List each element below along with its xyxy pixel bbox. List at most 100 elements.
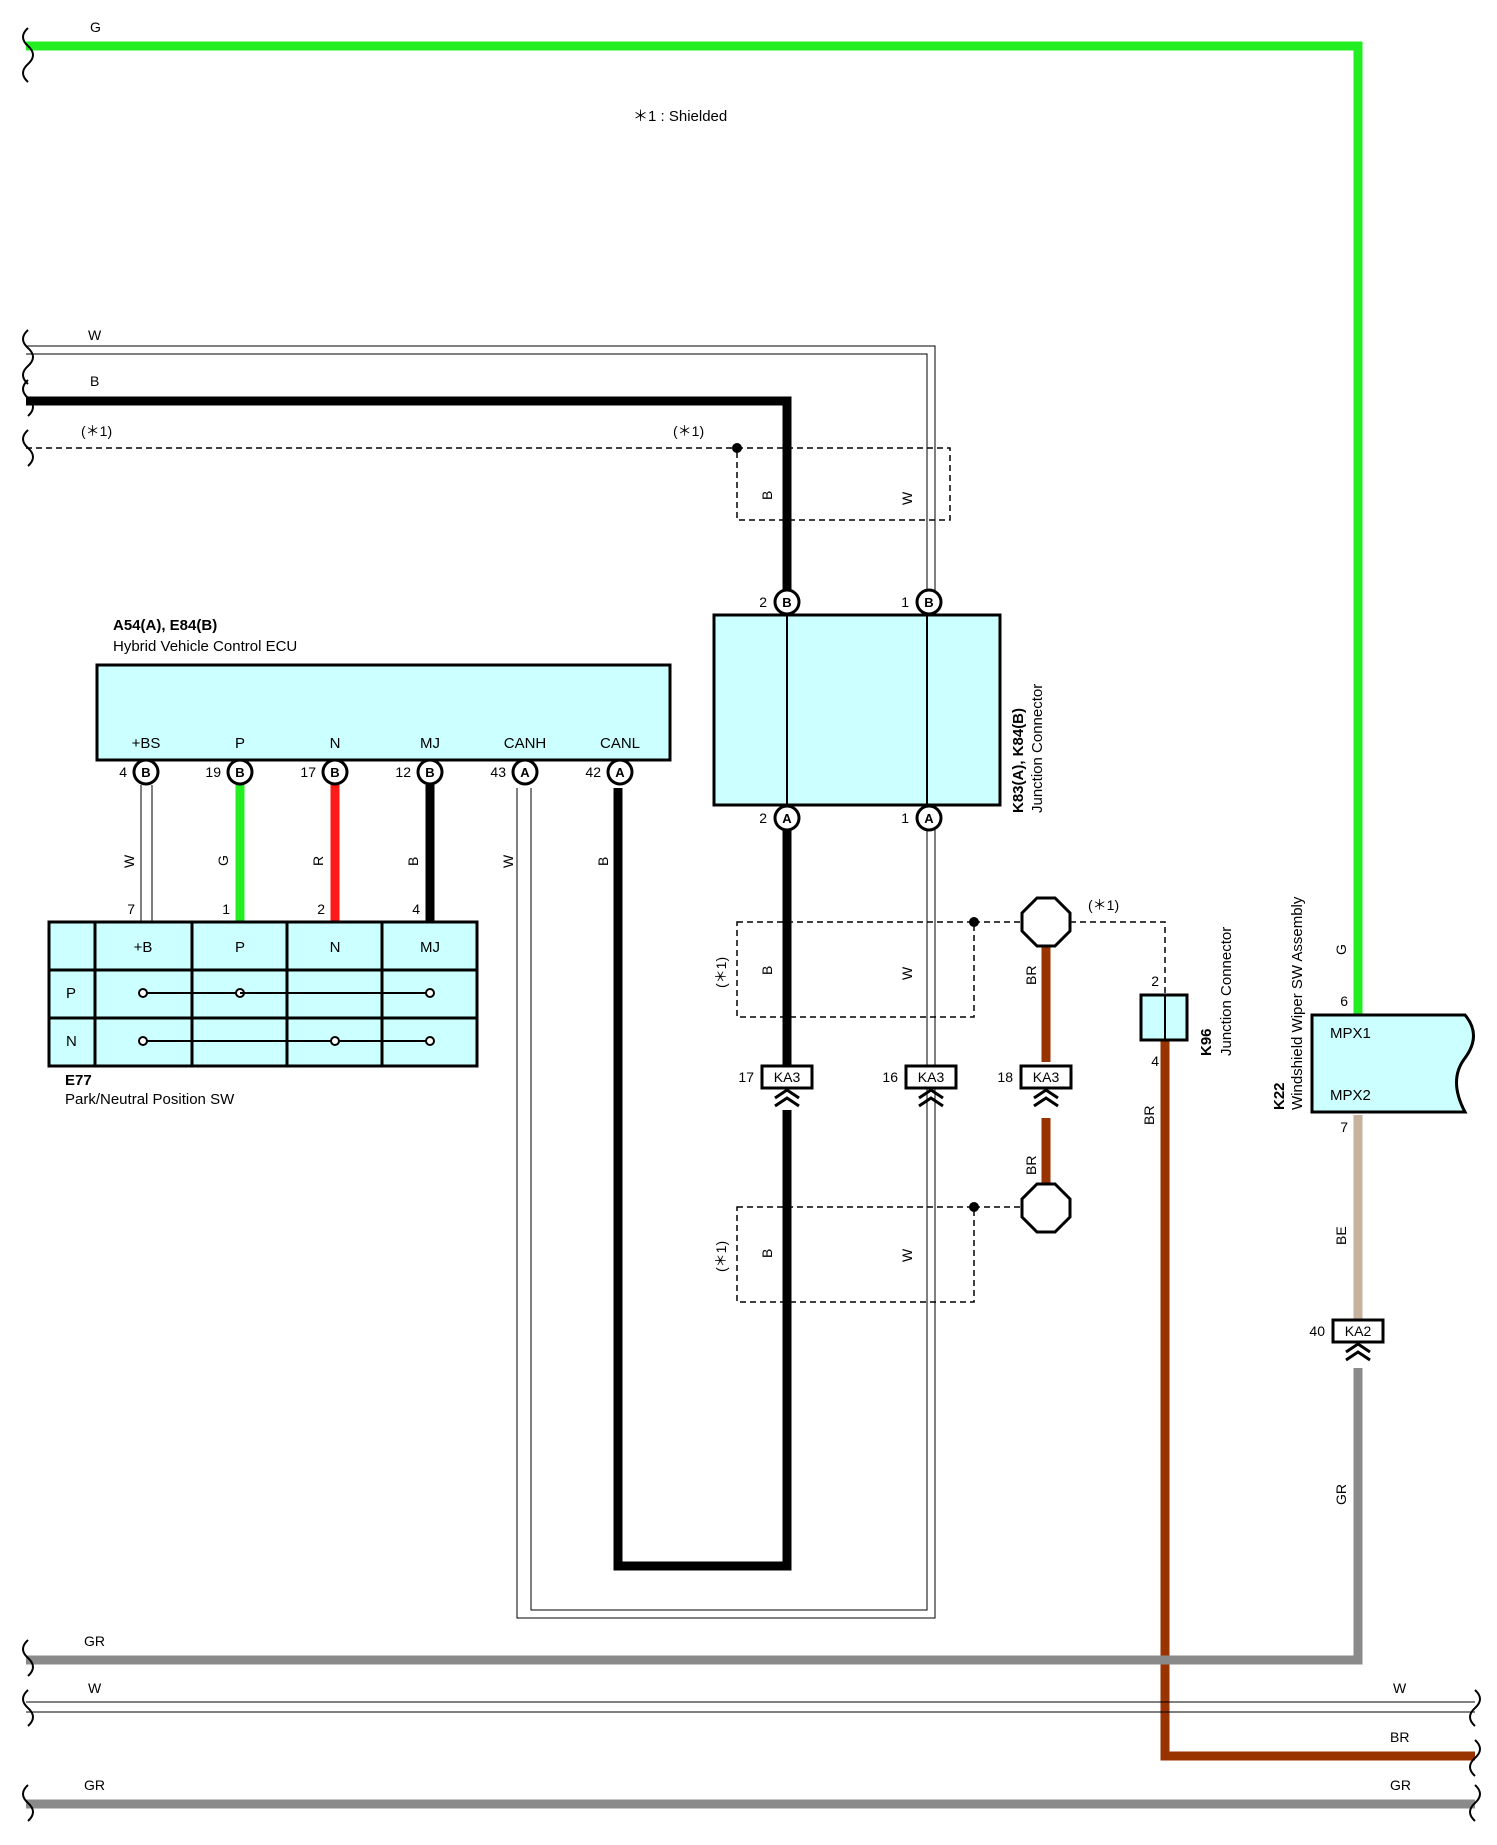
ecu-pin-num-2: 17 bbox=[300, 764, 316, 780]
e77-pin-2: 2 bbox=[317, 901, 325, 917]
ecu-pin-num-3: 12 bbox=[395, 764, 411, 780]
ecu-term-n: N bbox=[330, 735, 341, 752]
label-shield-box3: (＊1) bbox=[713, 1241, 729, 1272]
label-shield-left: (＊1) bbox=[81, 423, 112, 439]
label-gr-bottom2-right: GR bbox=[1390, 1777, 1411, 1793]
k96-pin-bottom: 4 bbox=[1151, 1053, 1159, 1069]
ka3-pin-2: 18 bbox=[997, 1069, 1013, 1085]
wire-b-top bbox=[26, 396, 792, 600]
label-br-bottom-right: BR bbox=[1390, 1729, 1409, 1745]
wire-b-canl bbox=[613, 788, 792, 1571]
ecu-name: Hybrid Vehicle Control ECU bbox=[113, 638, 297, 655]
label-gr-bottom1: GR bbox=[84, 1633, 105, 1649]
label-w-box1: W bbox=[899, 491, 915, 505]
label-ecu-b: B bbox=[405, 857, 421, 866]
label-w-bottom-right: W bbox=[1393, 1680, 1407, 1696]
k22-pin-top: 6 bbox=[1340, 993, 1348, 1009]
e77-header-b: +B bbox=[134, 939, 153, 956]
ecu-pin-conn-2: B bbox=[330, 765, 339, 780]
ecu-term-canh: CANH bbox=[504, 735, 547, 752]
e77-row-n: N bbox=[66, 1033, 77, 1050]
ecu-terminal-labels: +BS P N MJ CANH CANL bbox=[132, 735, 640, 752]
junction-bottom-conn-0: A bbox=[782, 811, 792, 826]
label-b-box1: B bbox=[759, 491, 775, 500]
e77-header-p: P bbox=[235, 939, 245, 956]
label-be-k22: BE bbox=[1333, 1226, 1349, 1245]
ecu-term-mj: MJ bbox=[420, 735, 440, 752]
junction-top-conn-0: B bbox=[782, 595, 791, 610]
ecu-pin-num-1: 19 bbox=[205, 764, 221, 780]
ecu-code: A54(A), E84(B) bbox=[113, 617, 217, 634]
wire-br-k96 bbox=[1160, 1040, 1475, 1761]
e77-code: E77 bbox=[65, 1072, 92, 1089]
e77-header-mj: MJ bbox=[420, 939, 440, 956]
ka2-label: KA2 bbox=[1345, 1323, 1372, 1339]
ecu-pin-conn-3: B bbox=[425, 765, 434, 780]
ka3-label-1: KA3 bbox=[918, 1069, 945, 1085]
shield-octagon-upper bbox=[1020, 896, 1072, 948]
label-gr-bottom2: GR bbox=[84, 1777, 105, 1793]
ecu-pin-conn-1: B bbox=[235, 765, 244, 780]
label-ecu-w: W bbox=[121, 854, 137, 868]
junction-code: K83(A), K84(B) bbox=[1010, 708, 1027, 813]
k22-name: Windshield Wiper SW Assembly bbox=[1289, 896, 1306, 1110]
label-w-box3: W bbox=[899, 1248, 915, 1262]
k22-assembly: MPX1 MPX2 6 7 K22 Windshield Wiper SW As… bbox=[1271, 896, 1475, 1135]
label-shield-mid: (＊1) bbox=[673, 423, 704, 439]
k22-term2: MPX2 bbox=[1330, 1087, 1371, 1104]
label-ecu-w2: W bbox=[500, 854, 516, 868]
k96-pin-top: 2 bbox=[1151, 973, 1159, 989]
ecu-pins: B 4 B 19 B 17 B 12 A 43 A 42 bbox=[119, 758, 634, 786]
e77-pin-0: 7 bbox=[127, 901, 135, 917]
label-ecu-r: R bbox=[310, 856, 326, 866]
junction-bottom-conn-1: A bbox=[924, 811, 934, 826]
shield-note: ＊1 : Shielded bbox=[633, 108, 727, 125]
junction-box bbox=[712, 613, 1002, 807]
shield-box-1 bbox=[736, 447, 951, 521]
label-br-upper: BR bbox=[1023, 966, 1039, 985]
k96-code: K96 bbox=[1198, 1028, 1215, 1056]
junction-name: Junction Connector bbox=[1029, 684, 1046, 813]
k96-name: Junction Connector bbox=[1218, 927, 1235, 1056]
ka2-connector: KA2 40 bbox=[1309, 1318, 1385, 1362]
k22-code: K22 bbox=[1271, 1082, 1288, 1110]
wire-g-top bbox=[26, 41, 1363, 1015]
k96-connector: 2 4 K96 Junction Connector bbox=[1139, 927, 1235, 1069]
label-br-k96: BR bbox=[1141, 1106, 1157, 1125]
ecu-pin-num-0: 4 bbox=[119, 764, 127, 780]
e77-pin-3: 4 bbox=[412, 901, 420, 917]
wire-ecu-w bbox=[140, 785, 153, 922]
label-ecu-b2: B bbox=[595, 857, 611, 866]
ecu-box bbox=[95, 663, 672, 762]
junction-bottom-pin-1: 1 bbox=[901, 810, 909, 826]
ka3-label-2: KA3 bbox=[1033, 1069, 1060, 1085]
label-b-top: B bbox=[90, 373, 99, 389]
label-shield-box2: (＊1) bbox=[713, 957, 729, 988]
junction-bottom-pin-0: 2 bbox=[759, 810, 767, 826]
label-br-lower: BR bbox=[1023, 1156, 1039, 1175]
label-w-top: W bbox=[88, 327, 102, 343]
ecu-term-bs: +BS bbox=[132, 735, 161, 752]
label-g-top: G bbox=[90, 19, 101, 35]
junction-top-pin-0: 2 bbox=[759, 594, 767, 610]
junction-pins: B 2 B 1 A 2 A 1 bbox=[759, 588, 943, 832]
e77-switch: +B P N MJ P N 7 1 2 4 E77 Park/Neutral P… bbox=[47, 901, 479, 1108]
junction-top-conn-1: B bbox=[924, 595, 933, 610]
label-b-box2: B bbox=[759, 966, 775, 975]
k22-pin-bottom: 7 bbox=[1340, 1119, 1348, 1135]
shield-octagon-lower bbox=[1020, 1182, 1072, 1234]
ecu-term-canl: CANL bbox=[600, 735, 640, 752]
break-marks-right bbox=[1469, 1689, 1481, 1822]
ka3-label-0: KA3 bbox=[774, 1069, 801, 1085]
label-g-k22: G bbox=[1333, 944, 1349, 955]
ka3-pin-1: 16 bbox=[882, 1069, 898, 1085]
label-b-box3: B bbox=[759, 1249, 775, 1258]
label-gr-k22: GR bbox=[1333, 1484, 1349, 1505]
wire-gr-k22 bbox=[26, 1368, 1363, 1665]
label-ecu-g: G bbox=[215, 855, 231, 866]
junction-top-pin-1: 1 bbox=[901, 594, 909, 610]
ecu-pin-conn-5: A bbox=[615, 765, 625, 780]
ecu-pin-num-4: 43 bbox=[490, 764, 506, 780]
